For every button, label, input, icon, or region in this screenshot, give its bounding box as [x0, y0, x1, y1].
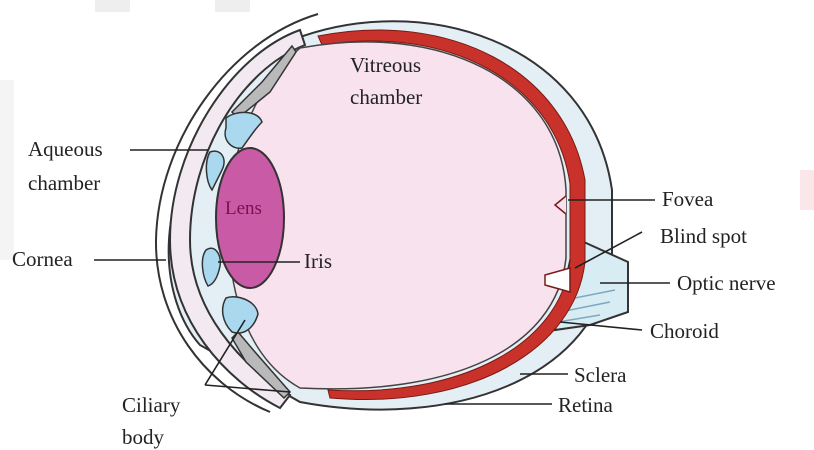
label-optic-nerve: Optic nerve: [677, 271, 776, 295]
label-vitreous-1: Vitreous: [350, 53, 421, 77]
label-ciliary-1: Ciliary: [122, 393, 181, 417]
label-blind-spot: Blind spot: [660, 224, 747, 248]
label-aqueous-1: Aqueous: [28, 137, 103, 161]
label-choroid: Choroid: [650, 319, 719, 343]
label-vitreous-2: chamber: [350, 85, 422, 109]
label-fovea: Fovea: [662, 187, 714, 211]
label-sclera: Sclera: [574, 363, 627, 387]
label-lens: Lens: [225, 198, 262, 219]
label-cornea: Cornea: [12, 247, 73, 271]
label-ciliary-2: body: [122, 425, 165, 449]
label-retina: Retina: [558, 393, 613, 417]
label-aqueous-2: chamber: [28, 171, 100, 195]
label-iris: Iris: [304, 249, 332, 273]
